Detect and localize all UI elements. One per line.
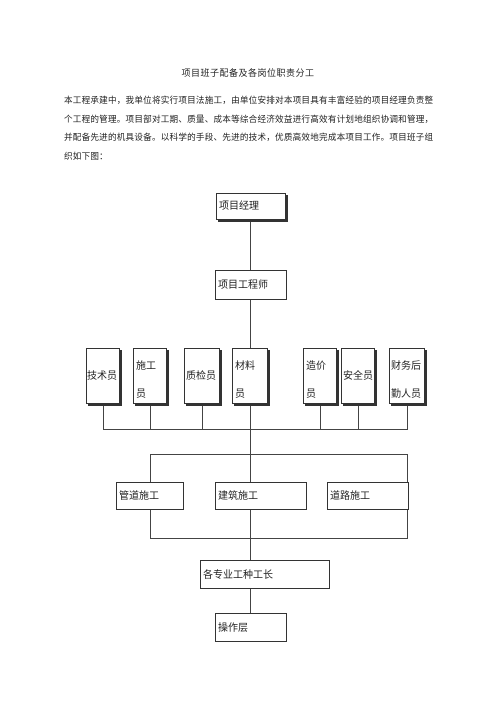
material-staff-label: 材料员 xyxy=(235,361,255,400)
cost-estimator-box: 造价员 xyxy=(303,348,337,404)
road-construction-label: 道路施工 xyxy=(330,491,370,502)
connector xyxy=(103,429,407,430)
connector xyxy=(358,404,359,430)
project-manager-label: 项目经理 xyxy=(219,201,259,212)
cost-estimator-label: 造价员 xyxy=(306,361,326,400)
connector xyxy=(250,454,251,482)
construction-staff-label: 施工员 xyxy=(136,361,156,400)
safety-officer-label: 安全员 xyxy=(343,371,373,382)
foremen-label: 各专业工种工长 xyxy=(203,570,273,581)
connector xyxy=(250,430,251,454)
technician-label: 技术员 xyxy=(87,371,117,382)
connector xyxy=(103,404,104,430)
quality-inspector-box: 质检员 xyxy=(184,348,220,404)
connector xyxy=(150,454,151,482)
intro-paragraph: 本工程承建中，我单位将实行项目法施工，由单位安排对本项目具有丰富经验的项目经理负… xyxy=(64,96,434,162)
operations-layer-label: 操作层 xyxy=(218,623,248,634)
document-title: 项目班子配备及各岗位职责分工 xyxy=(181,69,315,79)
connector xyxy=(202,404,203,430)
road-construction-box: 道路施工 xyxy=(327,482,409,510)
connector xyxy=(250,588,251,613)
material-staff-box: 材料员 xyxy=(232,348,268,404)
foremen-box: 各专业工种工长 xyxy=(200,560,330,589)
connector xyxy=(250,404,251,430)
safety-officer-box: 安全员 xyxy=(341,348,375,404)
project-manager-box: 项目经理 xyxy=(216,193,286,220)
connector xyxy=(407,454,408,482)
connector xyxy=(150,404,151,430)
project-engineer-box: 项目工程师 xyxy=(215,270,287,300)
finance-logistics-label: 财务后勤人员 xyxy=(391,361,421,400)
operations-layer-box: 操作层 xyxy=(215,613,287,642)
connector xyxy=(150,510,151,538)
quality-inspector-label: 质检员 xyxy=(186,371,216,382)
connector xyxy=(407,404,408,430)
pipeline-construction-label: 管道施工 xyxy=(119,491,159,502)
finance-logistics-box: 财务后勤人员 xyxy=(389,348,425,404)
connector xyxy=(407,510,408,538)
building-construction-label: 建筑施工 xyxy=(218,491,258,502)
technician-box: 技术员 xyxy=(86,348,120,404)
connector xyxy=(320,404,321,430)
building-construction-box: 建筑施工 xyxy=(215,482,307,510)
connector xyxy=(250,510,251,560)
construction-staff-box: 施工员 xyxy=(133,348,167,404)
connector xyxy=(150,538,408,539)
connector xyxy=(150,454,408,455)
pipeline-construction-box: 管道施工 xyxy=(116,482,184,510)
project-engineer-label: 项目工程师 xyxy=(218,280,268,291)
connector xyxy=(250,219,251,271)
